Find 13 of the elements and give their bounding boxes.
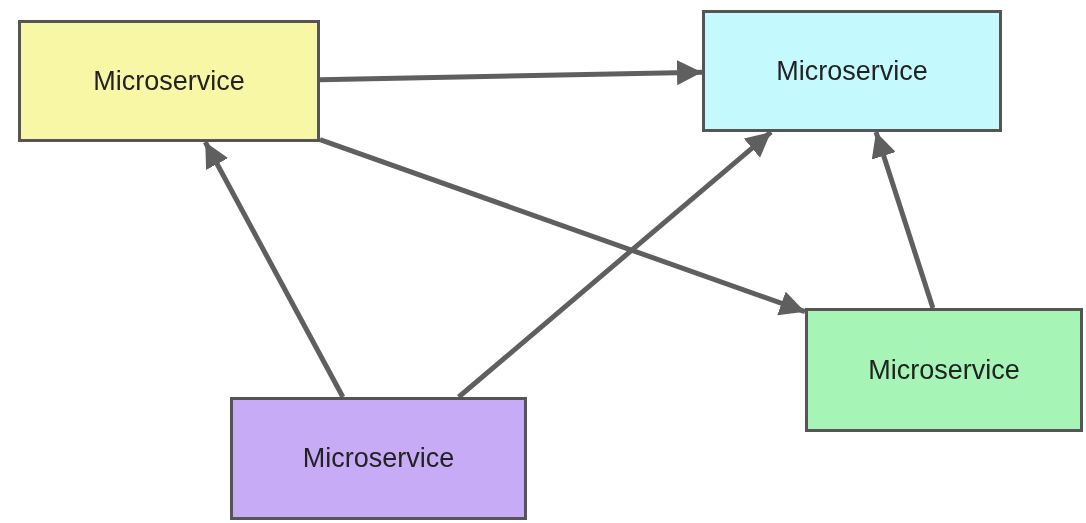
service-label: Microservice [93, 64, 245, 98]
arrow [319, 60, 703, 86]
service-box [18, 20, 320, 142]
service-box [702, 10, 1002, 132]
service-label: Microservice [302, 442, 455, 476]
service-label: Microservice [776, 54, 928, 88]
service-box [230, 397, 527, 520]
arrow [319, 137, 806, 316]
service-box [805, 308, 1083, 432]
arrow [457, 130, 773, 399]
arrow [203, 140, 346, 399]
service-label: Microservice [868, 353, 1020, 387]
arrow [871, 131, 936, 309]
